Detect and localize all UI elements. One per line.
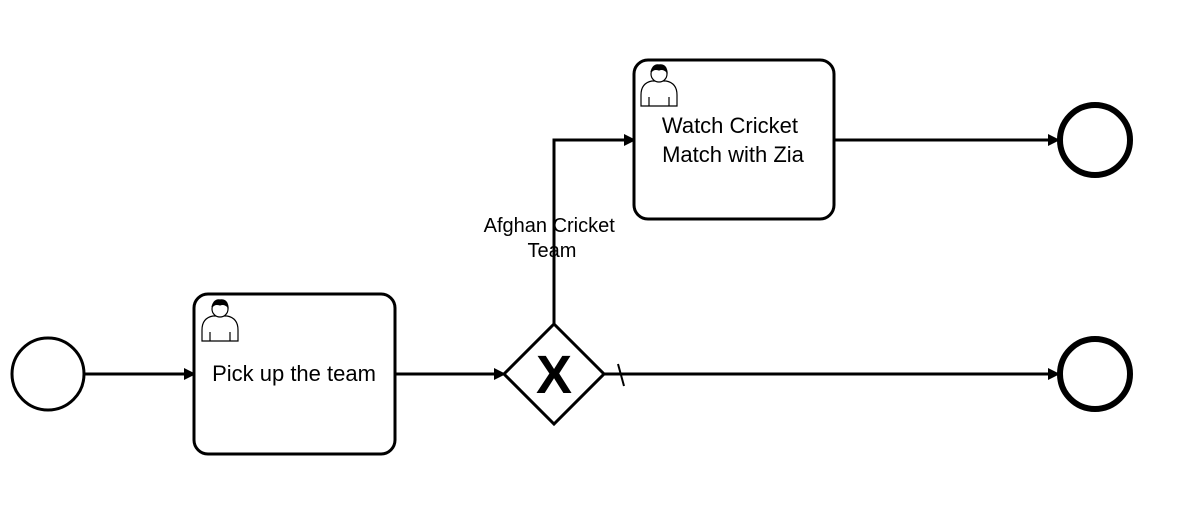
flow-label-line-2: Team [528,240,577,262]
task-pick-up-the-team[interactable]: Pick up the team [192,292,397,456]
sequence-flows [84,134,1060,387]
user-icon [201,299,239,342]
exclusive-gateway[interactable]: X [501,321,607,427]
flow-label-afghan-cricket-team: Afghan Cricket Team [484,215,621,262]
gateway-x-marker: X [536,345,572,405]
flow-gateway-to-watch-match[interactable] [552,134,636,324]
flow-label-line-1: Afghan Cricket [484,215,616,237]
task-label-watch-cricket-match: Watch Cricket Match with Zia [662,113,805,167]
end-event-bottom[interactable] [1057,336,1133,412]
task-label-line-2: Match with Zia [662,142,805,167]
default-flow-marker [617,363,625,387]
end-event-top[interactable] [1057,102,1133,178]
task-watch-cricket-match-with-zia[interactable]: Watch Cricket Match with Zia [632,58,836,221]
start-event[interactable] [10,336,86,412]
task-label-pick-up-the-team: Pick up the team [212,361,376,386]
task-label-line-1: Watch Cricket [662,113,798,138]
user-icon [640,64,678,107]
